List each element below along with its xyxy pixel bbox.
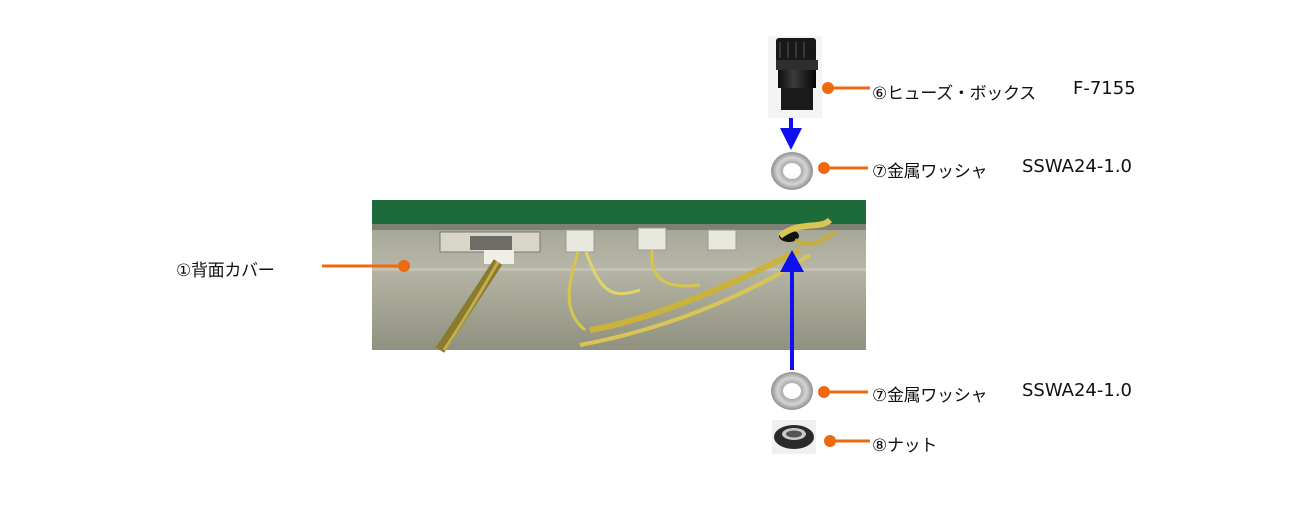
leader-dot-washer-top <box>818 162 830 174</box>
leader-dot-washer-bottom <box>818 386 830 398</box>
code-washer-bottom: SSWA24-1.0 <box>1022 380 1133 401</box>
code-fuse-box: F-7155 <box>1073 78 1136 99</box>
arrow-up-head <box>780 250 804 272</box>
leader-dot-fuse-box <box>822 82 834 94</box>
metal-washer-photo <box>771 152 813 190</box>
arrow-down-head <box>780 128 802 150</box>
hex-nut-photo <box>772 420 816 454</box>
fuse-box-photo <box>768 36 822 118</box>
metal-washer-photo <box>771 372 813 410</box>
leader-dot-nut <box>824 435 836 447</box>
label-fuse-box: ⑥ヒューズ・ボックス <box>872 84 1036 104</box>
label-nut: ⑧ナット <box>872 436 938 456</box>
terminal-fitting <box>565 227 737 253</box>
label-back-cover: ①背面カバー <box>176 261 275 281</box>
code-washer-top: SSWA24-1.0 <box>1022 156 1133 177</box>
label-washer-bottom: ⑦金属ワッシャ <box>872 386 988 406</box>
leader-dot-back-cover <box>398 260 410 272</box>
back-cover-panel-photo <box>372 200 866 353</box>
label-washer-top: ⑦金属ワッシャ <box>872 162 988 182</box>
